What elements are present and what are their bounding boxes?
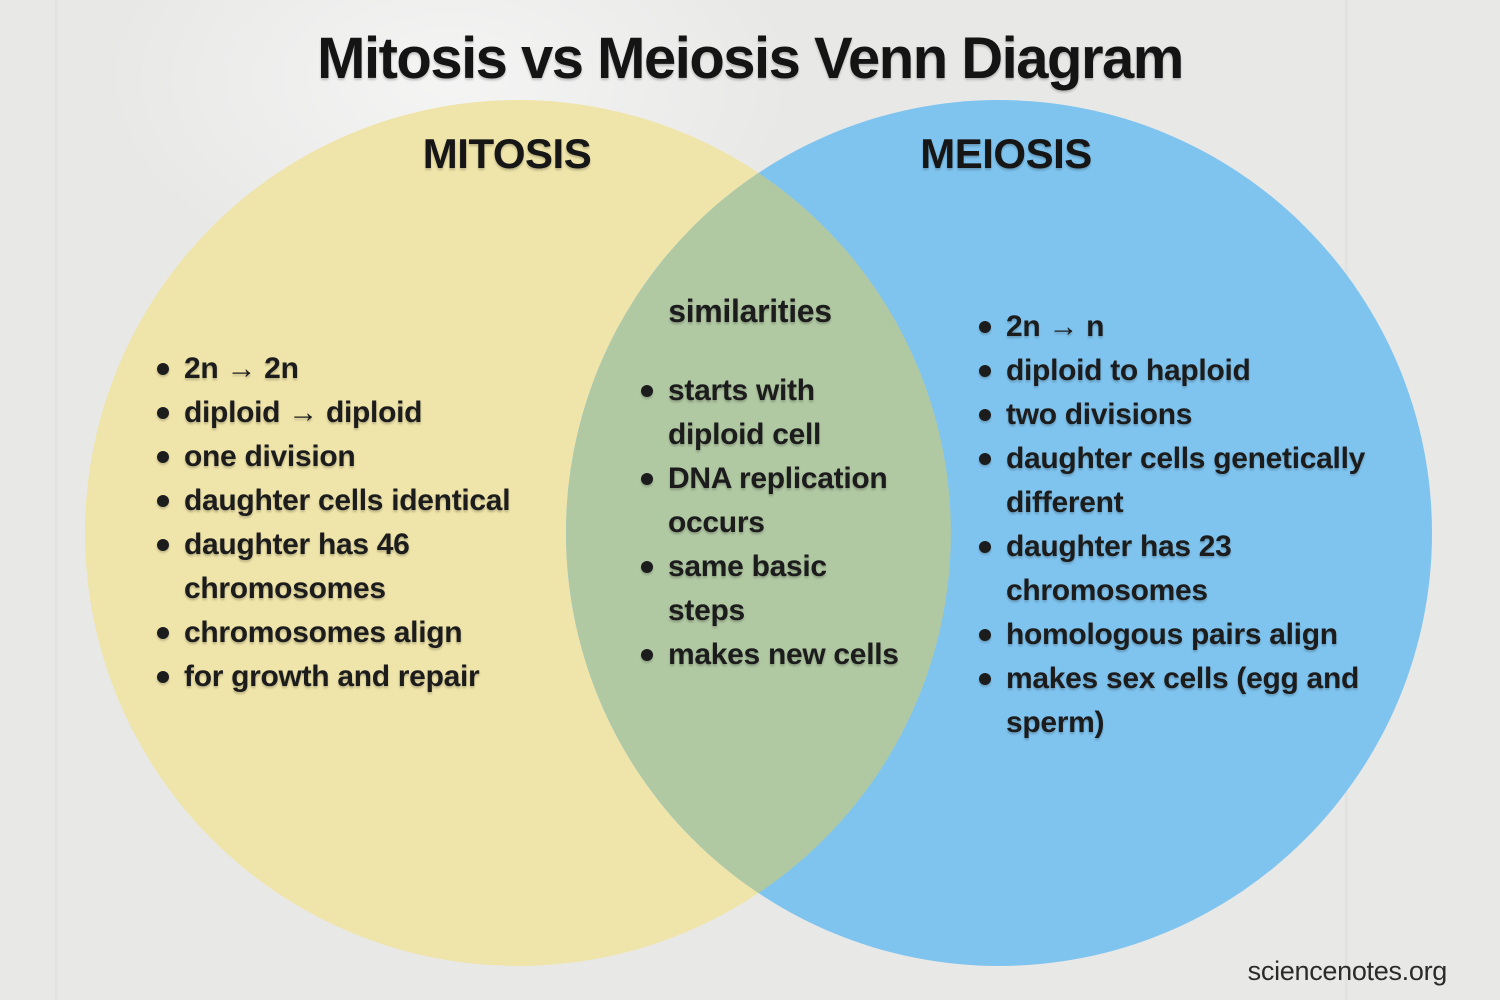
- list-item-line: daughter cells identical: [184, 484, 511, 517]
- list-item-line: occurs: [668, 506, 765, 539]
- list-item-line: makes sex cells (egg and: [1006, 662, 1359, 695]
- page-title: Mitosis vs Meiosis Venn Diagram: [317, 26, 1184, 91]
- mitosis-label: MITOSIS: [422, 130, 592, 177]
- list-item: 2n → n: [972, 305, 1437, 349]
- list-item: two divisions: [972, 393, 1437, 437]
- list-item: same basic steps: [634, 545, 934, 633]
- list-item-line: diploid to haploid: [1006, 354, 1251, 387]
- list-item-line: 2n → n: [1006, 310, 1105, 343]
- similarities-label: similarities: [668, 293, 832, 329]
- list-item: starts with diploid cell: [634, 369, 934, 457]
- list-item-line: starts with: [668, 374, 815, 407]
- list-item-line: steps: [668, 594, 745, 627]
- list-item: daughter has 23 chromosomes: [972, 525, 1437, 613]
- list-item-line: 2n → 2n: [184, 352, 299, 385]
- list-item-line: chromosomes align: [184, 616, 463, 649]
- list-item-line: daughter has 46: [184, 528, 410, 561]
- list-item: DNA replication occurs: [634, 457, 934, 545]
- list-item-line: makes new cells: [668, 638, 899, 671]
- mitosis-facts-list: 2n → 2n diploid → diploid one division daug…: [150, 347, 595, 699]
- list-item-line: chromosomes: [184, 572, 386, 605]
- meiosis-label: MEIOSIS: [920, 130, 1092, 177]
- list-item-line: daughter cells genetically: [1006, 442, 1365, 475]
- list-item: makes sex cells (egg and sperm): [972, 657, 1437, 745]
- list-item: daughter cells genetically different: [972, 437, 1437, 525]
- list-item-line: DNA replication: [668, 462, 888, 495]
- list-item-line: different: [1006, 486, 1124, 519]
- list-item: for growth and repair: [150, 655, 595, 699]
- list-item: 2n → 2n: [150, 347, 595, 391]
- list-item: diploid to haploid: [972, 349, 1437, 393]
- list-item-line: diploid → diploid: [184, 396, 423, 429]
- list-item-line: sperm): [1006, 706, 1105, 739]
- list-item: daughter has 46 chromosomes: [150, 523, 595, 611]
- watermark-text: sciencenotes.org: [1247, 956, 1448, 986]
- list-item-line: homologous pairs align: [1006, 618, 1338, 651]
- list-item-line: for growth and repair: [184, 660, 480, 693]
- list-item-line: chromosomes: [1006, 574, 1208, 607]
- list-item-line: diploid cell: [668, 418, 822, 451]
- list-item: diploid → diploid: [150, 391, 595, 435]
- list-item: makes new cells: [634, 633, 934, 677]
- overlap-lens: [566, 173, 951, 893]
- list-item: one division: [150, 435, 595, 479]
- list-item-line: one division: [184, 440, 356, 473]
- list-item-line: same basic: [668, 550, 827, 583]
- meiosis-facts-list: 2n → n diploid to haploid two divisions dau…: [972, 305, 1437, 745]
- list-item: homologous pairs align: [972, 613, 1437, 657]
- list-item-line: two divisions: [1006, 398, 1193, 431]
- list-item: daughter cells identical: [150, 479, 595, 523]
- list-item-line: daughter has 23: [1006, 530, 1232, 563]
- list-item: chromosomes align: [150, 611, 595, 655]
